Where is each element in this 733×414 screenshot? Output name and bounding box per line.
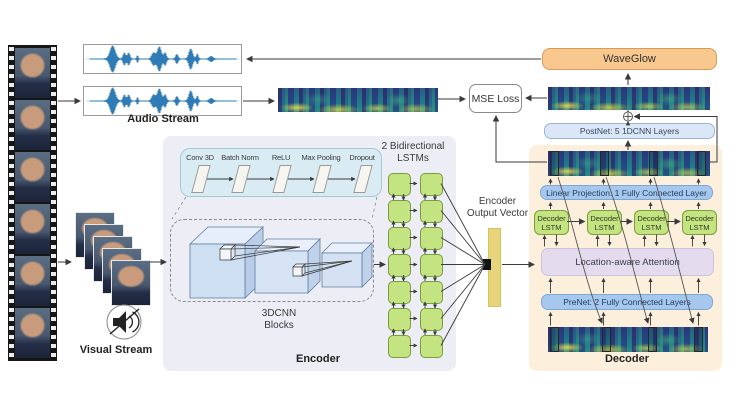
video-frame [15, 48, 50, 98]
waveglow-box: WaveGlow [542, 48, 717, 70]
bilstm-cell [388, 335, 411, 358]
spectrogram-decoder-input [548, 327, 708, 352]
frame-marker [600, 151, 609, 176]
bilstm-cell [420, 254, 443, 277]
encoder-output-vector-label: Encoder Output Vector [466, 196, 529, 219]
prenet-box: PreNet: 2 Fully Connected Layers [541, 294, 713, 310]
frame-marker [697, 151, 706, 176]
pipeline-stage-label: Conv 3D [186, 153, 214, 162]
bilstm-cell [388, 308, 411, 331]
encoder-label: Encoder [295, 353, 340, 365]
frame-marker [602, 327, 611, 352]
cnn-blocks-dashed-region [170, 219, 374, 302]
decoder-lstm-box: Decoder LSTM [634, 210, 669, 235]
spectrogram-decoder-output [548, 151, 710, 176]
bidirectional-lstm-label: 2 Bidirectional LSTMs [381, 141, 445, 164]
spectrogram-final [548, 87, 710, 110]
frame-marker [649, 151, 658, 176]
bilstm-cell [420, 308, 443, 331]
attention-box: Location-aware Attention [541, 248, 714, 276]
video-frame [15, 204, 50, 254]
film-sprockets-right [51, 47, 56, 359]
cnn-blocks-label: 3DCNN Blocks [261, 308, 297, 331]
video-frame [15, 100, 50, 150]
frame-marker [550, 151, 559, 176]
video-frame [15, 256, 50, 306]
frame-marker [694, 327, 703, 352]
video-frame [15, 308, 50, 358]
bilstm-cell [388, 173, 411, 196]
mse-loss-box: MSE Loss [469, 84, 522, 113]
spectrogram-ground-truth [278, 88, 438, 112]
bilstm-cell [388, 254, 411, 277]
bilstm-cell [420, 200, 443, 223]
audio-stream-label: Audio Stream [127, 113, 199, 125]
bilstm-cell [420, 227, 443, 250]
bilstm-cell [388, 281, 411, 304]
film-sprockets-left [9, 47, 14, 359]
frame-marker [648, 327, 657, 352]
muted-speaker-icon [106, 304, 142, 340]
bilstm-cell [420, 281, 443, 304]
bilstm-cell [420, 335, 443, 358]
bilstm-cell [388, 227, 411, 250]
face-frame [111, 260, 151, 306]
pipeline-stage-label: Dropout [349, 153, 375, 162]
convergence-node [483, 259, 491, 270]
video-frame [15, 152, 50, 202]
pipeline-stage-label: Batch Norm [221, 153, 259, 162]
bilstm-cell [420, 173, 443, 196]
video-film-strip [8, 45, 57, 361]
pipeline-stage-label: ReLU [271, 153, 291, 162]
decoder-lstm-box: Decoder LSTM [587, 210, 622, 235]
postnet-box: PostNet: 5 1DCNN Layers [544, 123, 715, 139]
frame-marker [550, 327, 559, 352]
bilstm-cell [388, 200, 411, 223]
pipeline-stage-label: Max Pooling [301, 153, 341, 162]
decoder-label: Decoder [604, 353, 650, 365]
decoder-lstm-box: Decoder LSTM [682, 210, 717, 235]
add-symbol [623, 111, 633, 122]
visual-frame-stack [75, 212, 159, 306]
linear-projection-box: Linear Projection: 1 Fully Connected Lay… [540, 185, 713, 200]
waveform-generated [83, 44, 242, 74]
visual-stream-label: Visual Stream [79, 344, 153, 356]
waveform-ground-truth [83, 86, 242, 116]
